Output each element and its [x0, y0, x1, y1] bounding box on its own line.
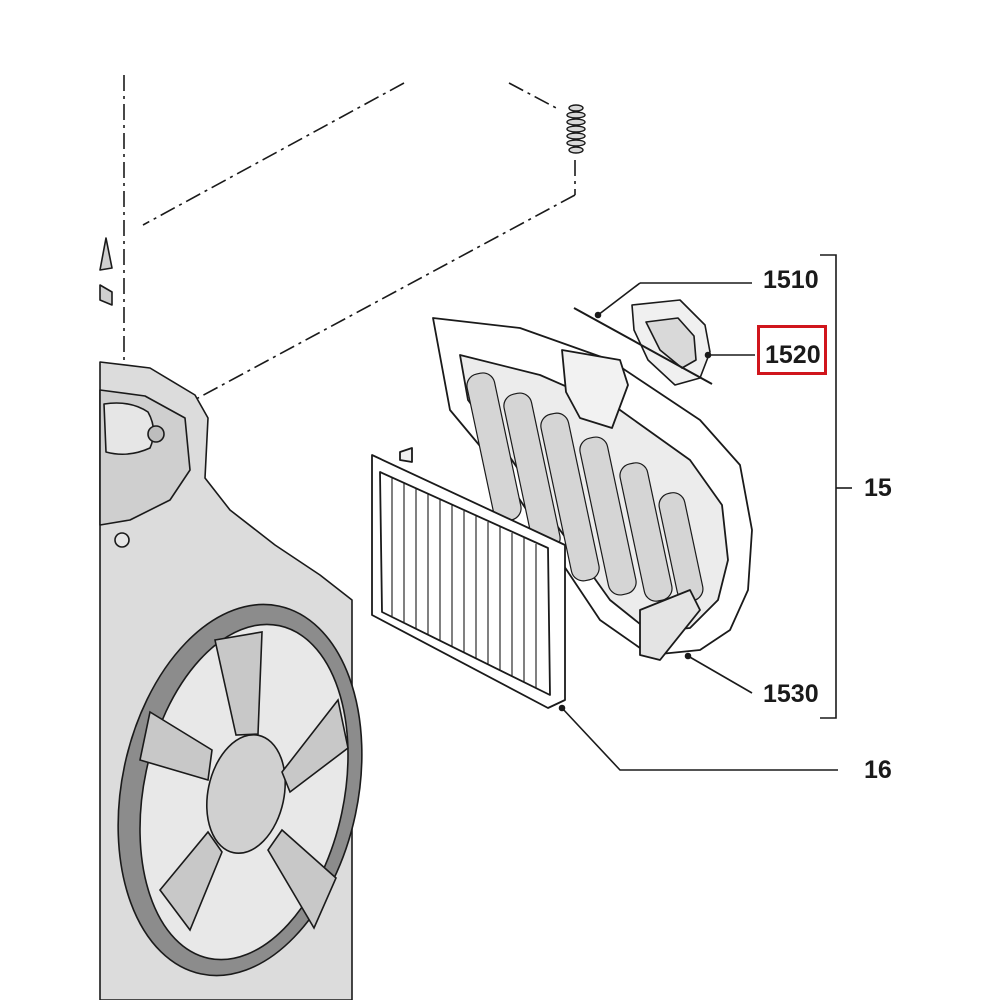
seal-strip-1510 [573, 307, 713, 385]
callout-1510: 1510 [763, 266, 819, 294]
filter-frame [432, 317, 753, 661]
filter-cartridge [371, 447, 566, 709]
highlight-box [757, 325, 827, 375]
clip-part-1520 [631, 299, 711, 386]
vacuum-wheel [117, 603, 363, 977]
callout-1520: 1520 [765, 341, 821, 369]
callout-1530: 1530 [763, 680, 819, 708]
leader-lines [558, 254, 852, 771]
assembly-axis-lines [123, 75, 576, 560]
callout-16: 16 [864, 756, 892, 784]
callout-15: 15 [864, 474, 892, 502]
spring-part [566, 104, 586, 154]
